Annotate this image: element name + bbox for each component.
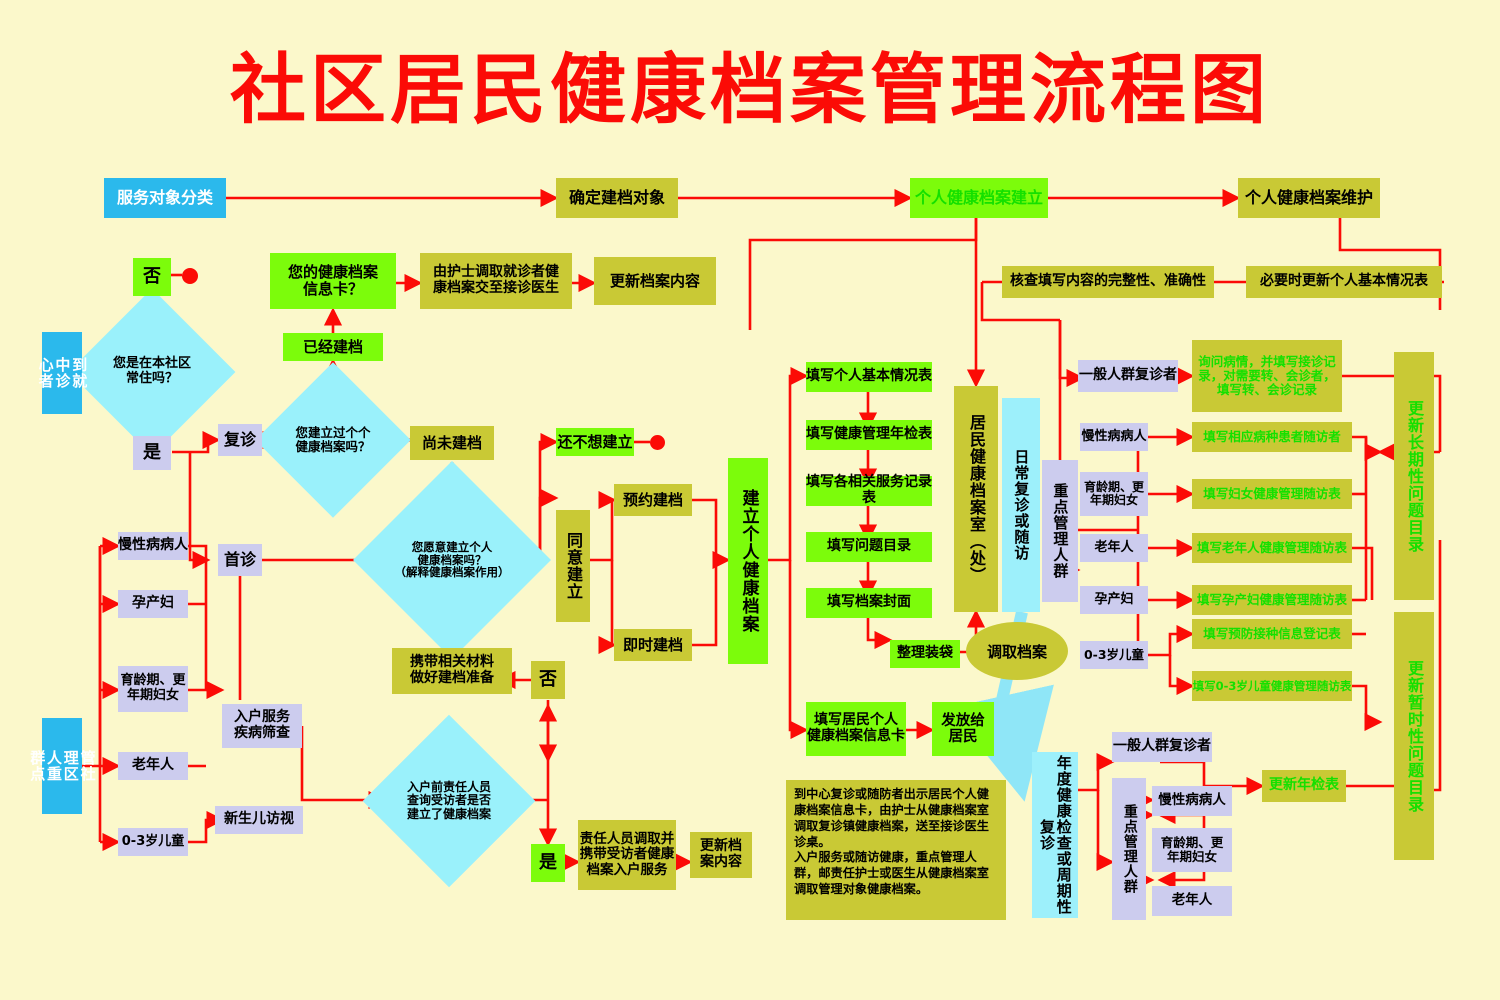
- node-appointment-create[interactable]: 预约建档: [614, 484, 692, 516]
- node-verify-completeness[interactable]: 核查填写内容的完整性、准确性: [1002, 266, 1214, 298]
- node-annual-key-group-label[interactable]: 重点管理人群: [1112, 778, 1146, 920]
- node-key-group-maternal[interactable]: 孕产妇: [118, 590, 188, 618]
- node-yes-top[interactable]: 是: [133, 436, 171, 470]
- node-annual-general-return[interactable]: 一般人群复诊者: [1112, 732, 1212, 762]
- node-issue-to-resident[interactable]: 发放给 居民: [932, 702, 994, 756]
- node-staff-retrieve[interactable]: 责任人员调取并 携带受访者健康 档案入户服务: [578, 820, 676, 890]
- node-no-top[interactable]: 否: [133, 258, 171, 296]
- decision-home-visit-check-label: 入户前责任人员 查询受访者是否 建立了健康档案: [406, 779, 491, 821]
- node-action-children[interactable]: 填写0-3岁儿童健康管理随访表: [1192, 671, 1352, 701]
- node-retrieve-archive[interactable]: 调取档案: [966, 622, 1068, 680]
- node-establish-archive[interactable]: 建立个人健康档案: [728, 458, 768, 664]
- node-daily-followup[interactable]: 日常复诊或随访: [1002, 398, 1040, 612]
- node-action-elderly[interactable]: 填写老年人健康管理随访表: [1192, 533, 1352, 563]
- node-return-visit[interactable]: 复诊: [218, 424, 262, 456]
- node-agree-create[interactable]: 同意建立: [556, 510, 590, 622]
- node-yes-mid[interactable]: 是: [531, 844, 565, 882]
- node-instant-create[interactable]: 即时建档: [614, 629, 692, 661]
- node-fu-children[interactable]: 0-3岁儿童: [1080, 641, 1148, 669]
- decision-home-visit-check[interactable]: 入户前责任人员 查询受访者是否 建立了健康档案: [362, 714, 536, 888]
- decision-resident-here-label: 您是在本社区 常住吗？: [112, 356, 191, 386]
- node-form-basic[interactable]: 填写个人基本情况表: [806, 362, 932, 392]
- node-general-return-upper[interactable]: 一般人群复诊者: [1078, 360, 1178, 392]
- node-update-basic-form[interactable]: 必要时更新个人基本情况表: [1246, 266, 1442, 298]
- terminator-dot-no-top: [182, 268, 198, 284]
- node-form-services[interactable]: 填写各相关服务记录表: [806, 474, 932, 506]
- node-clinic-visitor-entry[interactable]: 到就 中诊 心者: [37, 332, 88, 414]
- decision-has-record-label: 您建立过个个 健康档案吗？: [295, 425, 371, 454]
- node-door-service[interactable]: 入户服务 疾病筛查: [222, 704, 302, 748]
- node-form-annual[interactable]: 填写健康管理年检表: [806, 420, 932, 450]
- node-bring-materials[interactable]: 携带相关材料 做好建档准备: [392, 648, 512, 694]
- node-first-visit[interactable]: 首诊: [218, 544, 262, 576]
- node-already-created[interactable]: 已经建档: [283, 333, 383, 361]
- node-action-vaccine[interactable]: 填写预防接种信息登记表: [1192, 619, 1352, 649]
- node-action-women[interactable]: 填写妇女健康管理随访表: [1192, 479, 1352, 509]
- node-not-wanting[interactable]: 还不想建立: [556, 428, 634, 456]
- node-update-temporary[interactable]: 更新暂时性问题目录: [1394, 612, 1434, 860]
- node-fu-maternal[interactable]: 孕产妇: [1080, 586, 1148, 614]
- node-action-chronic[interactable]: 填写相应病种患者随访者: [1192, 422, 1352, 452]
- terminator-dot-not-wanting: [650, 435, 665, 450]
- node-update-record[interactable]: 更新档案内容: [594, 257, 716, 305]
- node-info-card-fill[interactable]: 填写居民个人 健康档案信息卡: [806, 702, 906, 756]
- node-update-annual-form[interactable]: 更新年检表: [1262, 770, 1346, 802]
- node-fu-elderly[interactable]: 老年人: [1080, 534, 1148, 562]
- node-form-cover[interactable]: 填写档案封面: [806, 588, 932, 618]
- node-nurse-retrieve[interactable]: 由护士调取就诊者健 康档案交至接诊医生: [420, 253, 572, 309]
- node-archive-room[interactable]: 居民健康档案室（处）: [954, 386, 998, 612]
- decision-willing-create[interactable]: 您愿意建立个人 健康档案吗？ （解释健康档案作用）: [353, 461, 551, 659]
- node-action-inquiry[interactable]: 询问病情，并填写接诊记 录，对需要转、会诊者， 填写转、会诊记录: [1192, 340, 1342, 412]
- node-annual-checkup[interactable]: 年度健康检查或周期性复诊: [1032, 752, 1078, 918]
- node-service-classification[interactable]: 服务对象分类: [104, 178, 226, 218]
- node-no-mid[interactable]: 否: [531, 661, 565, 699]
- node-update-content[interactable]: 更新档 案内容: [690, 832, 752, 878]
- node-determine-targets[interactable]: 确定建档对象: [556, 178, 678, 218]
- page-title: 社区居民健康档案管理流程图: [230, 45, 1270, 134]
- node-annual-elderly[interactable]: 老年人: [1152, 886, 1232, 916]
- node-annual-women[interactable]: 育龄期、更 年期妇女: [1152, 828, 1232, 872]
- node-fu-women[interactable]: 育龄期、更 年期妇女: [1080, 472, 1148, 516]
- node-action-maternal[interactable]: 填写孕产妇健康管理随访表: [1192, 585, 1352, 615]
- node-not-created[interactable]: 尚未建档: [410, 426, 494, 460]
- decision-willing-create-label: 您愿意建立个人 健康档案吗？ （解释健康档案作用）: [394, 539, 510, 580]
- node-key-group-women[interactable]: 育龄期、更 年期妇女: [118, 666, 188, 712]
- node-info-card-question[interactable]: 您的健康档案 信息卡？: [270, 253, 396, 309]
- node-key-population-entry[interactable]: 管社 理区 人重 群点: [28, 718, 97, 814]
- node-fu-chronic[interactable]: 慢性病病人: [1080, 423, 1148, 451]
- node-newborn-visit[interactable]: 新生儿访视: [215, 806, 303, 834]
- node-update-long-term[interactable]: 更新长期性问题目录: [1394, 352, 1434, 600]
- node-key-group-label-upper[interactable]: 重点管理人群: [1042, 460, 1078, 602]
- decision-has-record[interactable]: 您建立过个个 健康档案吗？: [255, 362, 411, 518]
- node-key-group-children[interactable]: 0-3岁儿童: [118, 828, 188, 856]
- node-annual-chronic[interactable]: 慢性病病人: [1152, 786, 1232, 816]
- node-archive-creation[interactable]: 个人健康档案建立: [910, 178, 1048, 218]
- node-key-group-chronic[interactable]: 慢性病病人: [118, 532, 188, 560]
- note-block: 到中心复诊或随防者出示居民个人健康档案信息卡，由护士从健康档案室调取复诊镇健康档…: [786, 780, 1006, 920]
- node-key-group-elderly[interactable]: 老年人: [118, 752, 188, 780]
- decision-resident-here[interactable]: 您是在本社区 常住吗？: [68, 288, 236, 456]
- node-form-problems[interactable]: 填写问题目录: [806, 532, 932, 562]
- node-archive-maintenance[interactable]: 个人健康档案维护: [1238, 178, 1380, 218]
- node-bagging[interactable]: 整理装袋: [890, 640, 960, 668]
